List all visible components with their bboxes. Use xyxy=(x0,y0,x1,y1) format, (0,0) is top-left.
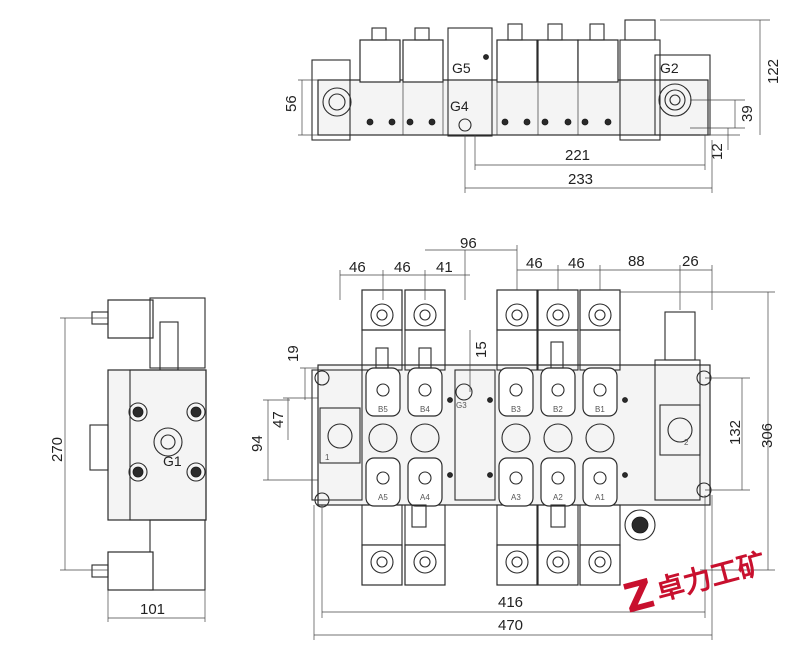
top-view: G5 G4 G2 56 122 39 12 221 233 xyxy=(283,19,782,193)
port-label-g3: G3 xyxy=(456,401,467,410)
dim-46-d: 46 xyxy=(568,255,585,272)
section-label-b2: B2 xyxy=(553,405,563,414)
side-view: G1 270 101 xyxy=(49,297,207,622)
dim-26: 26 xyxy=(682,253,699,270)
port-label-g5: G5 xyxy=(452,60,471,76)
port-label-2: 2 xyxy=(684,438,689,447)
dim-470: 470 xyxy=(498,617,523,634)
top-coil-5 xyxy=(577,39,619,83)
inlet-block xyxy=(319,407,361,464)
dim-132: 132 xyxy=(727,420,744,445)
center-port-g3 xyxy=(455,383,473,401)
logo-text: 卓力工矿 xyxy=(653,546,770,607)
port-label-g2: G2 xyxy=(660,60,679,76)
dim-270: 270 xyxy=(49,437,66,462)
section-label-a3: A3 xyxy=(511,493,521,502)
top-coil-row xyxy=(361,289,621,371)
dim-56: 56 xyxy=(283,95,300,112)
dim-101: 101 xyxy=(140,601,165,618)
section-label-b3: B3 xyxy=(511,405,521,414)
dim-122: 122 xyxy=(765,59,782,84)
port-label-g1: G1 xyxy=(163,453,182,469)
section-label-a4: A4 xyxy=(420,493,430,502)
dim-88: 88 xyxy=(628,253,645,270)
dim-12: 12 xyxy=(709,143,726,160)
bottom-gauge-port xyxy=(624,509,656,541)
top-coil-2 xyxy=(402,39,444,83)
port-label-g4: G4 xyxy=(450,98,469,114)
brand-logo: Z 卓力工矿 xyxy=(619,546,770,622)
front-view: B5 B4 B3 B2 B1 A5 A4 A3 A2 A1 1 2 G3 xyxy=(249,235,776,640)
outlet-port xyxy=(667,417,693,443)
dim-233: 233 xyxy=(568,171,593,188)
side-coil-top xyxy=(107,299,154,339)
section-label-a1: A1 xyxy=(595,493,605,502)
side-coil-bottom xyxy=(107,551,154,591)
side-valve-body xyxy=(107,369,207,521)
dim-221: 221 xyxy=(565,147,590,164)
side-port-g1 xyxy=(153,427,183,457)
dim-41: 41 xyxy=(436,259,453,276)
dim-94: 94 xyxy=(249,435,266,452)
section-label-a2: A2 xyxy=(553,493,563,502)
dim-46-c: 46 xyxy=(526,255,543,272)
top-port-g4 xyxy=(458,118,472,132)
bottom-coil-row xyxy=(361,504,621,586)
dim-47: 47 xyxy=(270,411,287,428)
dim-19: 19 xyxy=(285,345,302,362)
top-coil-4 xyxy=(537,39,579,83)
outlet-block xyxy=(659,404,701,456)
dim-306: 306 xyxy=(759,423,776,448)
dim-15: 15 xyxy=(473,341,490,358)
section-label-b4: B4 xyxy=(420,405,430,414)
dim-46-a: 46 xyxy=(349,259,366,276)
top-coil-3 xyxy=(496,39,538,83)
port-label-1: 1 xyxy=(325,453,330,462)
dim-96: 96 xyxy=(460,235,477,252)
top-valve-body xyxy=(317,79,709,136)
top-coil-1 xyxy=(359,39,401,83)
dim-39: 39 xyxy=(739,105,756,122)
section-label-a5: A5 xyxy=(378,493,388,502)
dim-416: 416 xyxy=(498,594,523,611)
valve-sections xyxy=(365,367,618,507)
top-port-left xyxy=(322,87,352,117)
section-label-b1: B1 xyxy=(595,405,605,414)
section-label-b5: B5 xyxy=(378,405,388,414)
dim-46-b: 46 xyxy=(394,259,411,276)
inlet-port xyxy=(327,423,353,449)
